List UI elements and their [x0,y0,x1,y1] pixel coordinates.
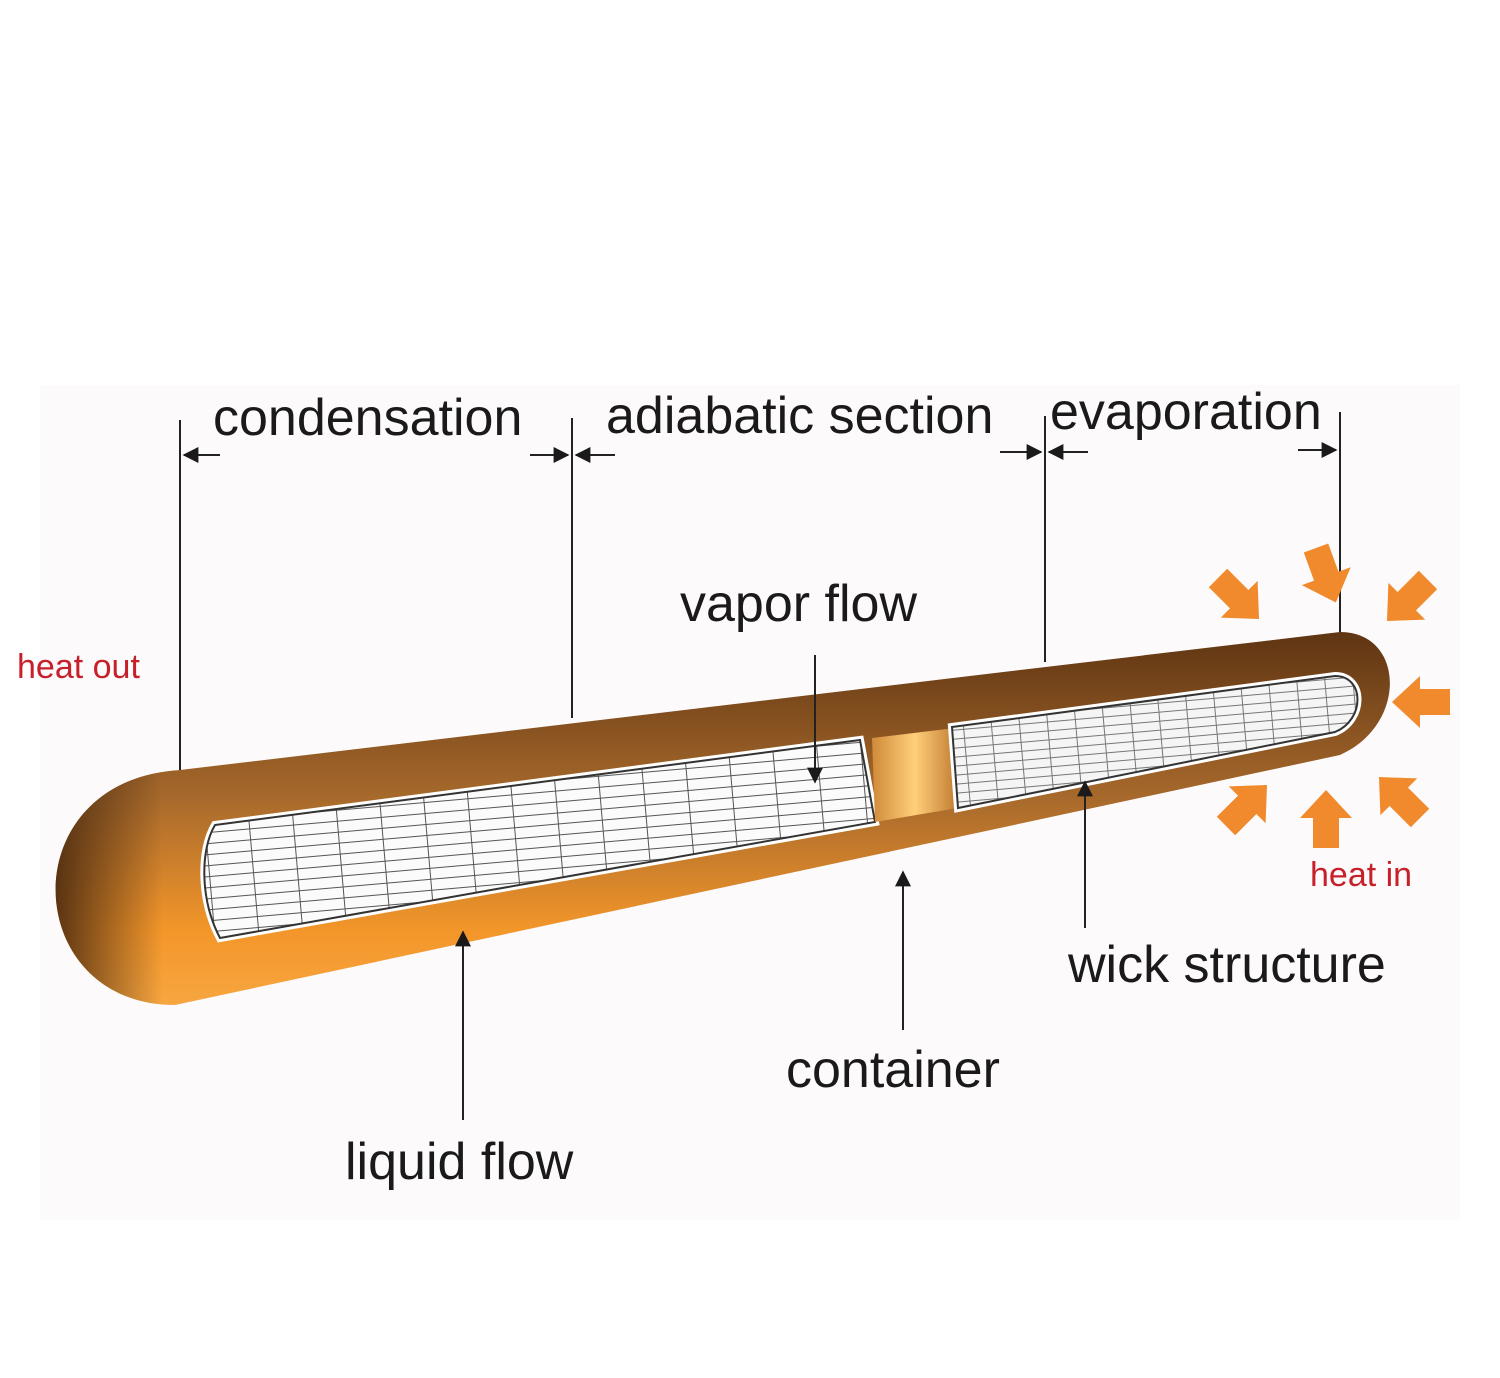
condensation-label: condensation [213,389,523,447]
heat-out-label: heat out [17,648,140,686]
container-label: container [786,1041,1000,1099]
evaporation-label: evaporation [1050,383,1322,441]
container-band [872,728,958,822]
vapor-flow-label: vapor flow [680,575,917,633]
heat-arrow-1 [1208,568,1260,620]
heat-arrow-2 [1301,543,1351,603]
liquid-flow-label: liquid flow [345,1133,574,1191]
heat-arrow-7 [1216,784,1268,836]
pointer-lines [455,655,1093,1120]
section-boundaries [179,412,1341,770]
wick-structure-right [947,671,1362,813]
heat-in-arrows [1208,543,1450,848]
wick-structure-label: wick structure [1068,936,1386,994]
adiabatic-section-label: adiabatic section [606,387,994,445]
heat-arrow-3 [1386,570,1438,622]
section-arrows [182,442,1338,463]
heat-in-label: heat in [1310,856,1413,894]
heat-arrow-4 [1392,676,1450,728]
heat-arrow-6 [1300,790,1352,848]
heat-arrow-5 [1378,776,1430,828]
wick-structure-left [200,735,880,943]
